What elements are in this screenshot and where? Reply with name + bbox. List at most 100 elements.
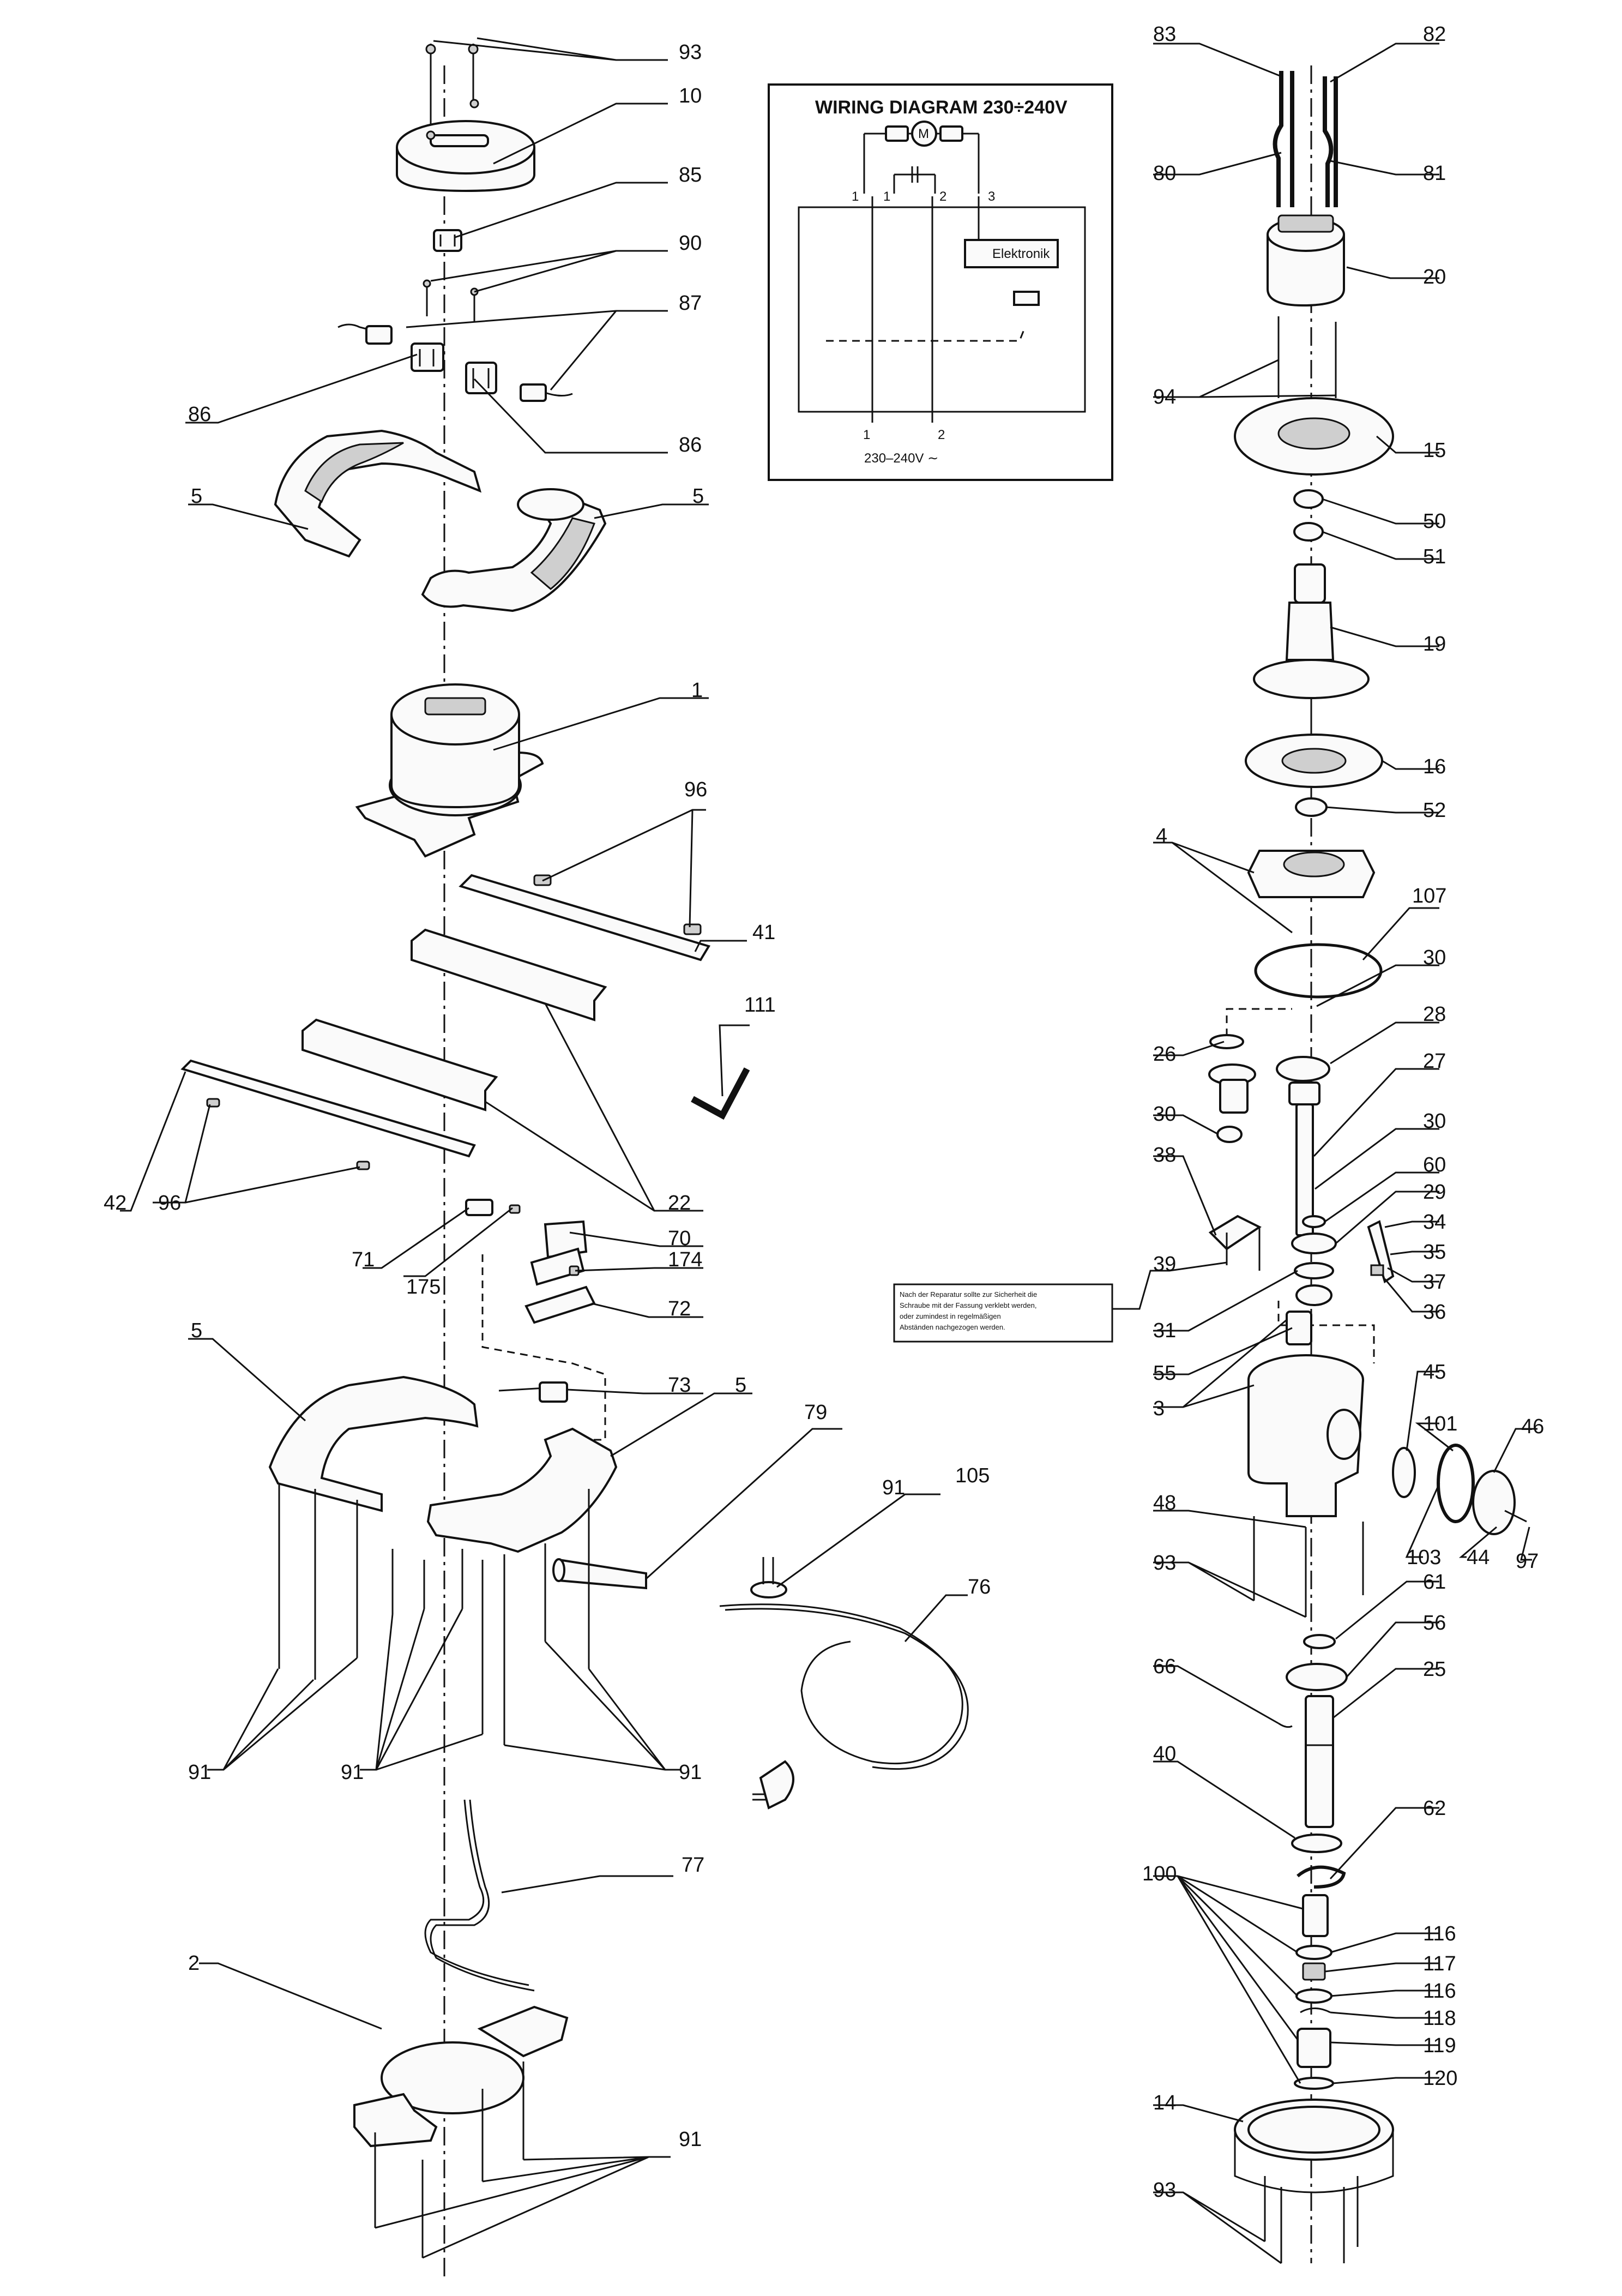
part-76-power-cord (719, 1603, 969, 1810)
callout-91: 91 (679, 2128, 702, 2151)
callout-82: 82 (1423, 23, 1446, 46)
part-2-base (353, 2005, 569, 2148)
part-61-56-bearing (1286, 1634, 1348, 1691)
callout-56: 56 (1423, 1612, 1446, 1634)
part-107-o-ring (1254, 943, 1383, 999)
part-4-gear-flange (1247, 850, 1376, 898)
callout-86: 86 (679, 434, 702, 456)
repair-note-frame (893, 1283, 1113, 1343)
part-100-clutch-parts (1294, 1894, 1334, 2090)
callout-35: 35 (1423, 1241, 1446, 1264)
part-50-51-bearings (1293, 489, 1324, 542)
part-14-collar (1234, 2099, 1394, 2193)
terminal-label: 1 (883, 189, 890, 204)
part-91-screws-lower (278, 1483, 590, 1745)
callout-100: 100 (1142, 1862, 1177, 1885)
callout-116: 116 (1423, 1922, 1456, 1945)
callout-20: 20 (1423, 266, 1446, 288)
part-105-cable-clamp (750, 1557, 787, 1598)
callout-45: 45 (1423, 1361, 1446, 1384)
motor-symbol (911, 121, 937, 147)
callout-96: 96 (684, 778, 707, 801)
callout-25: 25 (1423, 1658, 1446, 1681)
repair-note-line: Abständen nachgezogen werden. (900, 1323, 1005, 1331)
part-5-handle-right-upper (421, 488, 607, 612)
callout-27: 27 (1423, 1050, 1446, 1073)
callout-41: 41 (752, 921, 775, 944)
part-19-armature (1253, 563, 1370, 725)
terminal-label: 1 (852, 189, 859, 204)
part-5-handle-left-upper (274, 429, 482, 558)
voltage-label: 230–240V ∼ (864, 451, 938, 466)
callout-97: 97 (1516, 1550, 1539, 1573)
callout-93: 93 (679, 41, 702, 64)
callout-87: 87 (679, 292, 702, 315)
part-94-screws (1277, 316, 1337, 398)
part-45-101-46-44-side-cover (1392, 1444, 1527, 1535)
wiring-diagram-frame (768, 83, 1113, 481)
callout-5: 5 (191, 1319, 202, 1342)
part-34-35-36-37-lock (1367, 1220, 1395, 1284)
part-111-hex-key (691, 1067, 750, 1120)
part-96-screws-upper (533, 874, 702, 935)
part-77-cable (424, 1799, 535, 1992)
repair-note-line: Schraube mit der Fassung verklebt werden… (900, 1301, 1036, 1309)
callout-5: 5 (692, 485, 704, 508)
callout-101: 101 (1423, 1413, 1457, 1435)
electronic-module-label: Elektronik (992, 247, 1050, 261)
part-70-72-switch (524, 1220, 596, 1324)
terminal-label: 2 (939, 189, 946, 204)
electronic-module (964, 239, 1059, 268)
part-90-screws (423, 279, 479, 322)
callout-39: 39 (1153, 1253, 1176, 1276)
part-15-bearing-plate (1234, 397, 1394, 476)
part-79-strain-relief (552, 1558, 647, 1590)
callout-77: 77 (682, 1854, 704, 1877)
callout-76: 76 (968, 1576, 991, 1598)
input-label: 2 (938, 428, 945, 442)
part-73-connector (481, 1254, 606, 1441)
part-60-29-31-bearing-set (1291, 1215, 1337, 1306)
repair-note-line: oder zumindest in regelmäßigen (900, 1312, 1001, 1320)
part-5-handle-right-lower (426, 1427, 618, 1553)
callout-5: 5 (735, 1374, 746, 1397)
part-93-screws-bottom (1264, 2176, 1359, 2263)
callout-60: 60 (1423, 1153, 1446, 1176)
part-25-spindle (1278, 1695, 1334, 1828)
part-41-rail (459, 874, 711, 961)
input-label: 1 (863, 428, 870, 442)
part-91-screws-base (374, 2061, 524, 2258)
callout-86: 86 (188, 403, 211, 426)
callout-93: 93 (1153, 2179, 1176, 2202)
callout-50: 50 (1423, 510, 1446, 533)
callout-16: 16 (1423, 755, 1446, 778)
callout-70: 70 (668, 1227, 691, 1250)
part-87-86-switch-right (465, 362, 573, 402)
callout-2: 2 (188, 1952, 200, 1975)
callout-31: 31 (1153, 1319, 1176, 1342)
callout-48: 48 (1153, 1492, 1176, 1514)
callout-1: 1 (691, 679, 703, 702)
callout-3: 3 (1153, 1397, 1165, 1420)
callout-52: 52 (1423, 799, 1446, 822)
callout-37: 37 (1423, 1271, 1446, 1294)
callout-107: 107 (1412, 885, 1446, 907)
repair-note-line: Nach der Reparatur sollte zur Sicherheit… (900, 1290, 1037, 1299)
callout-leaders (120, 37, 1537, 2264)
wiring-diagram-title: WIRING DIAGRAM 230÷240V (815, 97, 1068, 118)
callout-55: 55 (1153, 1362, 1176, 1385)
part-40-62-rings (1291, 1834, 1346, 1889)
callout-38: 38 (1153, 1144, 1176, 1167)
callout-118: 118 (1423, 2007, 1456, 2030)
callout-85: 85 (679, 164, 702, 187)
callout-5: 5 (191, 485, 202, 508)
callout-34: 34 (1423, 1211, 1446, 1234)
callout-30: 30 (1423, 1110, 1446, 1133)
callout-116: 116 (1423, 1980, 1456, 2003)
callout-labels: 93 10 85 90 87 86 86 5 5 1 96 41 111 42 … (104, 23, 1544, 2202)
part-38-39-lever (1208, 1215, 1262, 1271)
callout-91: 91 (188, 1761, 211, 1784)
callout-111: 111 (744, 994, 776, 1017)
part-10-cap (396, 99, 535, 193)
